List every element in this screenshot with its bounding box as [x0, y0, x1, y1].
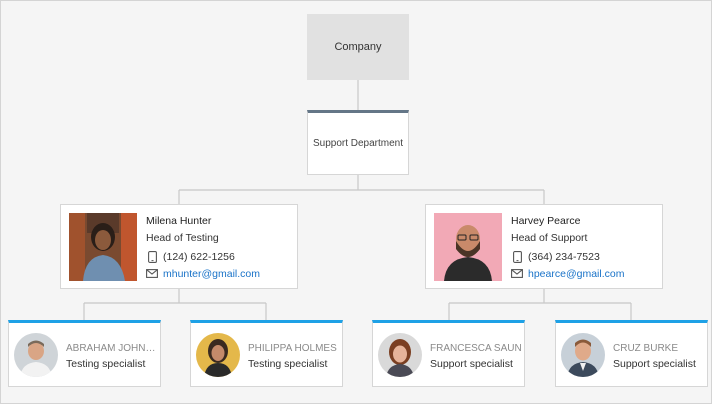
department-label: Support Department	[312, 138, 404, 149]
staff-node-abraham[interactable]: ABRAHAM JOHNS... Testing specialist	[8, 320, 161, 387]
staff-name: ABRAHAM JOHNS...	[66, 343, 160, 354]
staff-name: PHILIPPA HOLMES	[248, 343, 337, 354]
staff-avatar	[14, 333, 58, 377]
head-title: Head of Testing	[146, 232, 219, 244]
company-node[interactable]: Company	[307, 14, 409, 80]
head-node-harvey-pearce[interactable]: Harvey Pearce Head of Support (364) 234-…	[425, 204, 663, 289]
head-title: Head of Support	[511, 232, 588, 244]
head-photo	[434, 213, 502, 281]
staff-name: FRANCESCA SAUN	[430, 343, 522, 354]
head-email-link[interactable]: hpearce@gmail.com	[528, 267, 625, 280]
head-node-milena-hunter[interactable]: Milena Hunter Head of Testing (124) 622-…	[60, 204, 298, 289]
staff-role: Support specialist	[430, 358, 513, 370]
staff-node-francesca[interactable]: FRANCESCA SAUN Support specialist	[372, 320, 525, 387]
phone-icon	[511, 250, 523, 263]
head-name: Milena Hunter	[146, 215, 212, 227]
staff-role: Support specialist	[613, 358, 696, 370]
staff-role: Testing specialist	[248, 358, 328, 370]
mail-icon	[146, 268, 158, 280]
staff-avatar	[196, 333, 240, 377]
staff-node-cruz[interactable]: CRUZ BURKE Support specialist	[555, 320, 708, 387]
company-label: Company	[334, 41, 382, 53]
head-email-link[interactable]: mhunter@gmail.com	[163, 267, 261, 280]
staff-node-philippa[interactable]: PHILIPPA HOLMES Testing specialist	[190, 320, 343, 387]
mail-icon	[511, 268, 523, 280]
staff-name: CRUZ BURKE	[613, 343, 679, 354]
staff-avatar	[561, 333, 605, 377]
head-phone: (364) 234-7523	[528, 250, 600, 263]
head-photo	[69, 213, 137, 281]
head-phone: (124) 622-1256	[163, 250, 235, 263]
head-name: Harvey Pearce	[511, 215, 581, 227]
department-node[interactable]: Support Department	[307, 110, 409, 175]
staff-avatar	[378, 333, 422, 377]
phone-icon	[146, 250, 158, 263]
staff-role: Testing specialist	[66, 358, 146, 370]
